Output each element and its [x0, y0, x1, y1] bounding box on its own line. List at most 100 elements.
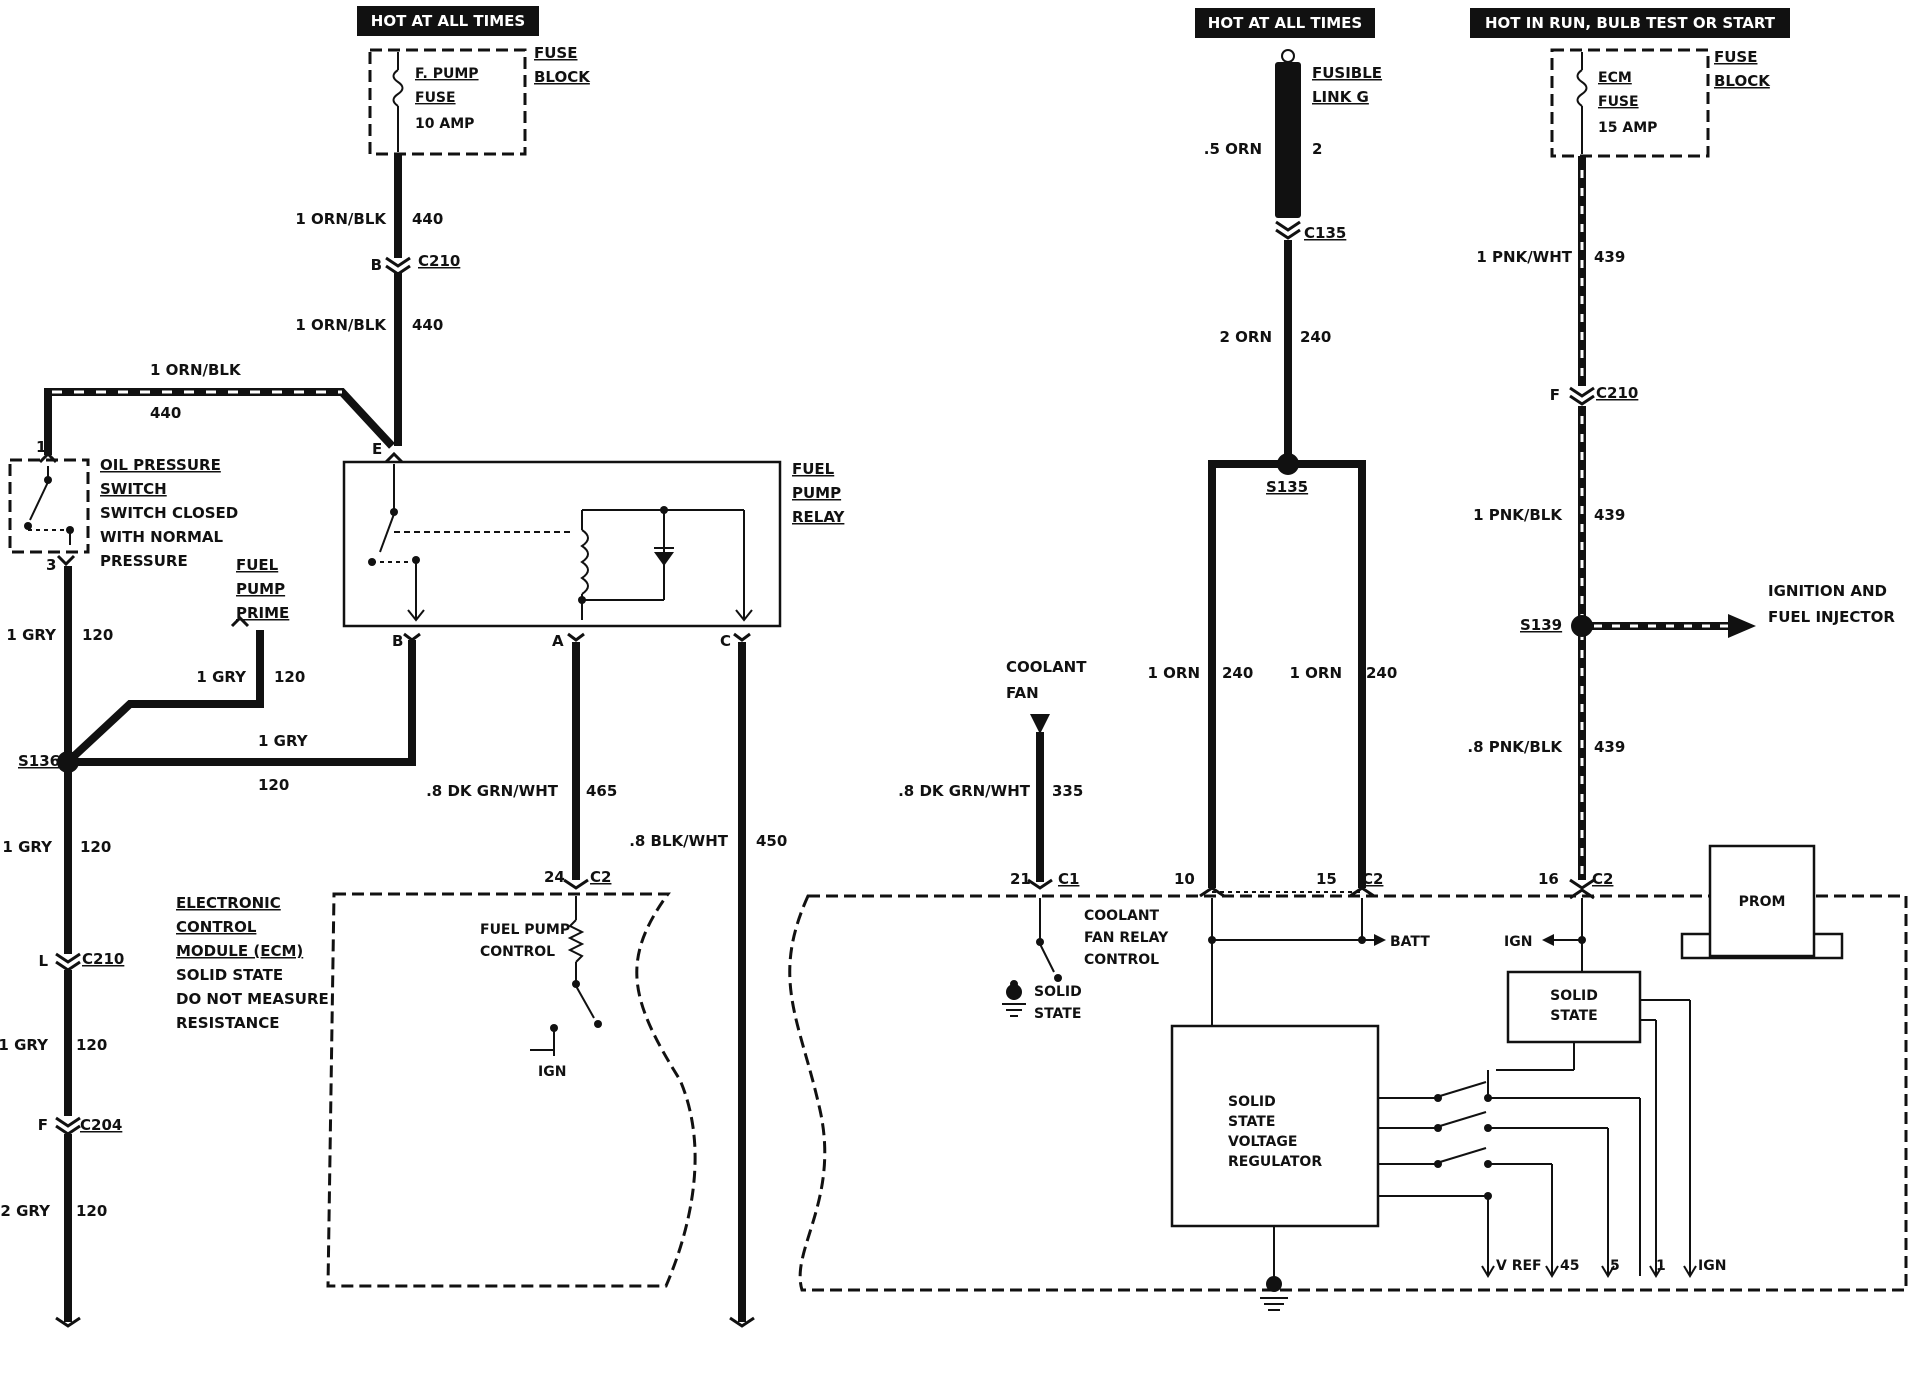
fuse-right-name: ECM	[1598, 70, 1632, 86]
connector-c204: F C204	[38, 1116, 122, 1136]
fuse-block-right: ECM FUSE 15 AMP FUSE BLOCK	[1550, 48, 1771, 158]
fuse-left-name2: FUSE	[415, 90, 456, 106]
header-middle-text: HOT AT ALL TIMES	[1208, 14, 1362, 32]
ecm-regulator1: SOLID	[1228, 1094, 1276, 1110]
wire-120-prime	[69, 630, 264, 761]
wire-440-loop-size: 1 ORN/BLK	[150, 361, 242, 379]
wire-335-size: .8 DK GRN/WHT	[898, 782, 1031, 800]
ecm-regulator3: VOLTAGE	[1228, 1134, 1297, 1150]
connector-c210-right: F C210	[1550, 384, 1638, 406]
wire-240-top-size: 2 ORN	[1219, 328, 1272, 346]
header-left-text: HOT AT ALL TIMES	[371, 12, 525, 30]
ecm-left-box: 24 C2 FUEL PUMP CONTROL IGN	[326, 868, 697, 1288]
arrow-down-icon	[1030, 714, 1050, 734]
wire-465-circuit: 465	[586, 782, 617, 800]
coolant-fan-label1: COOLANT	[1006, 658, 1087, 676]
header-right: HOT IN RUN, BULB TEST OR START	[1470, 8, 1790, 38]
coolant-relay-label2: FAN RELAY	[1084, 930, 1169, 946]
splice-s139	[1571, 615, 1593, 637]
fuel-pump-prime-label2: PUMP	[236, 580, 285, 598]
wire-440-top-size: 1 ORN/BLK	[295, 210, 387, 228]
wire-240-right-circuit: 240	[1366, 664, 1397, 682]
oil-switch-desc3: PRESSURE	[100, 552, 188, 570]
fuse-block-left-label1: FUSE	[534, 44, 577, 62]
ecm-label6: RESISTANCE	[176, 1014, 279, 1032]
wire-120-prime-size: 1 GRY	[196, 668, 247, 686]
wire-465-size: .8 DK GRN/WHT	[426, 782, 559, 800]
wire-439-mid-circuit: 439	[1594, 506, 1625, 524]
ecm-pin-15: 15	[1316, 870, 1337, 888]
wire-439-low-size: .8 PNK/BLK	[1467, 738, 1563, 756]
wire-439-low-circuit: 439	[1594, 738, 1625, 756]
wire-240-right-size: 1 ORN	[1289, 664, 1342, 682]
wire-120-low1-size: 1 GRY	[2, 838, 53, 856]
ecm-solid-state1: SOLID	[1550, 988, 1598, 1004]
relay-pin-b: B	[392, 632, 403, 650]
connector-c210-lower: L C210	[38, 950, 124, 972]
coolant-fan-label2: FAN	[1006, 684, 1039, 702]
ecm-label5: DO NOT MEASURE	[176, 990, 329, 1008]
fuse-block-right-label2: BLOCK	[1714, 72, 1771, 90]
connector-c135-label: C135	[1304, 224, 1346, 242]
connector-c204-label: C204	[80, 1116, 122, 1134]
connector-c210-left-pin: B	[371, 256, 382, 274]
wire-440-loop	[44, 388, 395, 455]
wire-240-top-circuit: 240	[1300, 328, 1331, 346]
ecm-pin-21: 21	[1010, 870, 1031, 888]
connector-c135: C135	[1275, 220, 1346, 242]
connector-c210-left: B C210	[371, 252, 460, 276]
fusible-link: FUSIBLE LINK G .5 ORN 2	[1204, 49, 1382, 218]
oil-switch-desc2: WITH NORMAL	[100, 528, 224, 546]
connector-c210-lower-label: C210	[82, 950, 124, 968]
fusible-link-circuit: 2	[1312, 140, 1322, 158]
oil-switch-desc1: SWITCH CLOSED	[100, 504, 238, 522]
wire-120-relay-circuit: 120	[258, 776, 289, 794]
oil-switch-title: OIL PRESSURE	[100, 456, 221, 474]
ecm-prom: PROM	[1739, 894, 1786, 910]
relay-label3: RELAY	[792, 508, 846, 526]
ecm-pin-10: 10	[1174, 870, 1195, 888]
fuse-block-left: F. PUMP FUSE 10 AMP FUSE BLOCK	[368, 44, 591, 156]
splice-s139-label: S139	[1520, 616, 1562, 634]
fuse-left-name: F. PUMP	[415, 66, 479, 82]
ecm-ign-left: IGN	[538, 1064, 566, 1080]
fuse-right-name2: FUSE	[1598, 94, 1639, 110]
ecm-pin-24: 24	[544, 868, 565, 886]
ecm-ign: IGN	[1504, 934, 1532, 950]
relay-label1: FUEL	[792, 460, 835, 478]
ecm-regulator2: STATE	[1228, 1114, 1275, 1130]
ecm-out-ign: IGN	[1698, 1258, 1726, 1274]
wire-440-mid-size: 1 ORN/BLK	[295, 316, 387, 334]
wire-440-top-circuit: 440	[412, 210, 443, 228]
oil-pressure-switch: 1 3	[8, 438, 90, 574]
header-right-text: HOT IN RUN, BULB TEST OR START	[1485, 14, 1776, 32]
ign-arrow-icon	[1542, 934, 1554, 946]
fuse-left-rating: 10 AMP	[415, 116, 474, 132]
ecm-label3: MODULE (ECM)	[176, 942, 303, 960]
splice-s136	[57, 751, 79, 773]
wire-120-low2-circuit: 120	[76, 1036, 107, 1054]
wire-439-mid-size: 1 PNK/BLK	[1473, 506, 1563, 524]
connector-c210-right-pin: F	[1550, 386, 1560, 404]
wire-120-low3-circuit: 120	[76, 1202, 107, 1220]
wire-120-switch-circuit: 120	[82, 626, 113, 644]
oil-switch-title2: SWITCH	[100, 480, 167, 498]
splice-s136-label: S136	[18, 752, 60, 770]
wire-335-circuit: 335	[1052, 782, 1083, 800]
relay-label2: PUMP	[792, 484, 841, 502]
wire-120-relay	[76, 640, 416, 766]
fusible-link-label2: LINK G	[1312, 88, 1369, 106]
relay-pin-c: C	[720, 632, 731, 650]
connector-c204-pin: F	[38, 1116, 48, 1134]
connector-c210-lower-pin: L	[38, 952, 48, 970]
wire-440-loop-circuit: 440	[150, 404, 181, 422]
fuel-pump-relay: E B A C	[342, 440, 782, 650]
ecm-out-45: 45	[1560, 1258, 1579, 1274]
wire-450-size: .8 BLK/WHT	[629, 832, 729, 850]
wire-439-top-circuit: 439	[1594, 248, 1625, 266]
wire-240-left-size: 1 ORN	[1147, 664, 1200, 682]
wire-120-switch-size: 1 GRY	[6, 626, 57, 644]
ecm-label4: SOLID STATE	[176, 966, 283, 984]
fusible-link-size: .5 ORN	[1204, 140, 1262, 158]
